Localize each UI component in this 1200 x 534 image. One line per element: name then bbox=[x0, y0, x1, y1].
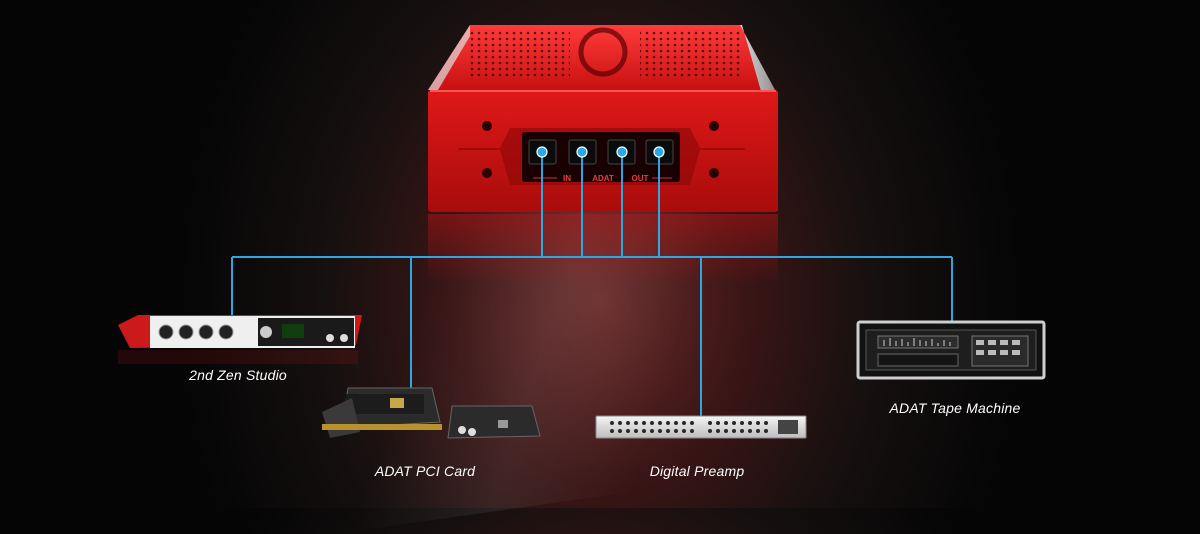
device-adat-tape-machine bbox=[856, 320, 1046, 380]
label-adat-tape-machine: ADAT Tape Machine bbox=[889, 400, 1021, 416]
device-adat-pci-card bbox=[322, 387, 541, 439]
label-2nd-zen-studio: 2nd Zen Studio bbox=[189, 367, 287, 383]
label-adat-pci-card: ADAT PCI Card bbox=[374, 463, 476, 479]
diagram-canvas: IN ADAT OUT bbox=[118, 25, 1046, 439]
port-label-in: IN bbox=[563, 174, 571, 183]
port-label-out: OUT bbox=[632, 174, 649, 183]
label-digital-preamp: Digital Preamp bbox=[649, 463, 745, 479]
adat-hub-device: IN ADAT OUT bbox=[428, 25, 778, 284]
device-2nd-zen-studio bbox=[118, 315, 362, 364]
device-digital-preamp bbox=[595, 415, 807, 439]
port-label-adat: ADAT bbox=[592, 174, 614, 183]
